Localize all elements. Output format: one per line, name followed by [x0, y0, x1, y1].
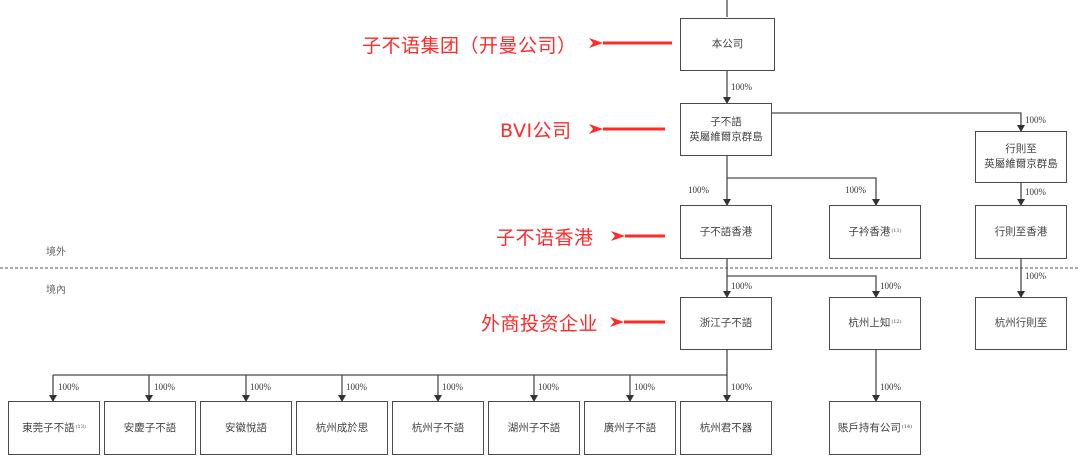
zone-onshore-label: 境內: [46, 285, 66, 296]
pct-shangzhi-account: 100%: [880, 382, 901, 392]
pct-zj-chengyusi: 100%: [346, 382, 367, 392]
annotation-wfoe: 外商投资企业: [481, 313, 599, 335]
pct-zj-dongguan: 100%: [58, 382, 79, 392]
node-zhejiang: 浙江子不語: [680, 297, 772, 350]
pct-hk-zhejiang: 100%: [731, 281, 752, 291]
pct-zj-guangzhou: 100%: [634, 382, 655, 392]
pct-company-bvi: 100%: [731, 82, 752, 92]
annotation-bvi: BVI公司: [500, 120, 572, 142]
node-label: 賬戶持有公司(14): [838, 421, 912, 436]
node-name: 子衿香港: [848, 225, 891, 238]
node-label: 杭州上知(12): [848, 316, 901, 331]
node-hz-zbys: 杭州子不語: [392, 401, 484, 455]
node-label: 本公司: [711, 38, 744, 50]
connector-hk-shangzhi: [727, 275, 880, 298]
node-hz-junbuqi: 杭州君不器: [680, 401, 772, 455]
footnote-ref: (12): [891, 319, 902, 325]
pct-xzzhk-hzxzz: 100%: [1025, 271, 1046, 281]
node-name: 東莞子不語: [22, 421, 75, 434]
annotation-hk: 子不语香港: [496, 227, 594, 249]
node-hz-xzz: 杭州行則至: [975, 297, 1067, 350]
pct-bvi-zijin: 100%: [845, 185, 866, 195]
node-label: 子不語香港: [699, 225, 753, 238]
node-xzz-hk: 行則至香港: [975, 205, 1067, 259]
node-hk: 子不語香港: [680, 205, 772, 259]
node-huzhou: 湖州子不語: [488, 401, 580, 455]
node-label: 杭州子不語: [411, 421, 465, 434]
footnote-ref: (13): [75, 423, 86, 430]
node-name: 賬戶持有公司: [837, 421, 901, 434]
node-zijin-hk: 子衿香港(11): [829, 205, 921, 259]
node-anqing: 安慶子不語: [104, 401, 196, 455]
node-hz-shangzhi: 杭州上知(12): [829, 297, 921, 350]
node-label: 浙江子不語: [699, 317, 753, 329]
node-guangzhou: 廣州子不語: [584, 401, 676, 455]
node-label: 行則至: [1005, 143, 1037, 155]
node-label: 行則至香港: [994, 225, 1048, 238]
pct-zj-anqing: 100%: [154, 382, 175, 392]
footnote-ref: (14): [901, 423, 913, 430]
connector-bvi-xzzbvi: [772, 112, 1025, 132]
node-dongguan: 東莞子不語(13): [8, 401, 100, 455]
zone-offshore-label: 境外: [46, 247, 66, 258]
pct-bvi-hk: 100%: [688, 185, 709, 195]
footnote-ref: (11): [891, 227, 902, 234]
node-label: 杭州行則至: [994, 317, 1048, 329]
node-label: 英屬維爾京群島: [689, 130, 763, 143]
node-hz-chengyusi: 杭州成於思: [296, 401, 388, 455]
node-label: 安慶子不語: [123, 421, 177, 434]
pct-bvi-xzzbvi: 100%: [1025, 115, 1046, 125]
pct-zj-anhui: 100%: [250, 382, 271, 392]
annotation-company: 子不语集团（开曼公司）: [362, 35, 577, 57]
node-name: 杭州上知: [848, 317, 891, 329]
node-label: 安徽悅語: [225, 421, 267, 434]
node-label: 東莞子不語(13): [22, 421, 86, 436]
node-label: 子衿香港(11): [848, 225, 901, 240]
node-label: 英屬維爾京群島: [984, 158, 1058, 170]
node-label: 杭州成於思: [315, 421, 369, 434]
pct-zj-huzhou: 100%: [538, 382, 559, 392]
node-company: 本公司: [680, 18, 775, 71]
node-bvi: 子不語 英屬維爾京群島: [680, 103, 772, 156]
node-label: 子不語: [710, 115, 742, 128]
node-xzz-bvi: 行則至 英屬維爾京群島: [975, 131, 1067, 183]
pct-zj-hzzbys: 100%: [442, 382, 463, 392]
node-label: 杭州君不器: [699, 421, 753, 434]
pct-hk-shangzhi: 100%: [880, 281, 901, 291]
pct-zj-junbuqi: 100%: [731, 382, 752, 392]
node-anhui-yueyu: 安徽悅語: [200, 401, 292, 455]
node-label: 湖州子不語: [507, 421, 561, 434]
connector-bvi-zijin: [727, 177, 880, 206]
node-label: 廣州子不語: [603, 421, 657, 434]
pct-xzzbvi-xzzhk: 100%: [1025, 187, 1046, 197]
node-account-holder: 賬戶持有公司(14): [829, 401, 921, 455]
